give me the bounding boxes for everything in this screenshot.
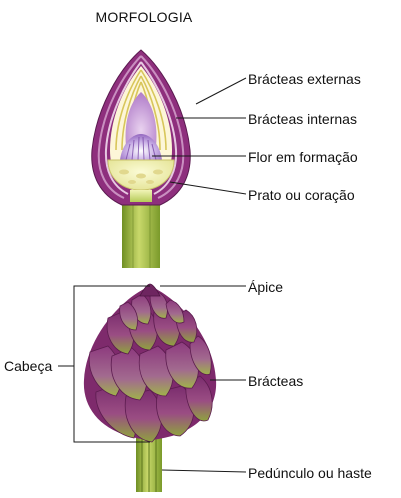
label-head: Cabeça <box>4 358 52 374</box>
cross-section <box>92 50 191 268</box>
cut-stem <box>122 200 160 268</box>
leader-stem <box>162 470 246 472</box>
label-stem: Pedúnculo ou haste <box>248 465 372 481</box>
label-internal-bracts: Brácteas internas <box>248 111 357 127</box>
label-bracts: Brácteas <box>248 373 303 389</box>
label-apex: Ápice <box>248 279 283 295</box>
label-developing-flower: Flor em formação <box>248 149 358 165</box>
label-external-bracts: Brácteas externas <box>248 71 361 87</box>
label-receptacle: Prato ou coração <box>248 187 355 203</box>
leader-external-bracts <box>196 78 246 104</box>
whole-artichoke <box>84 284 216 492</box>
